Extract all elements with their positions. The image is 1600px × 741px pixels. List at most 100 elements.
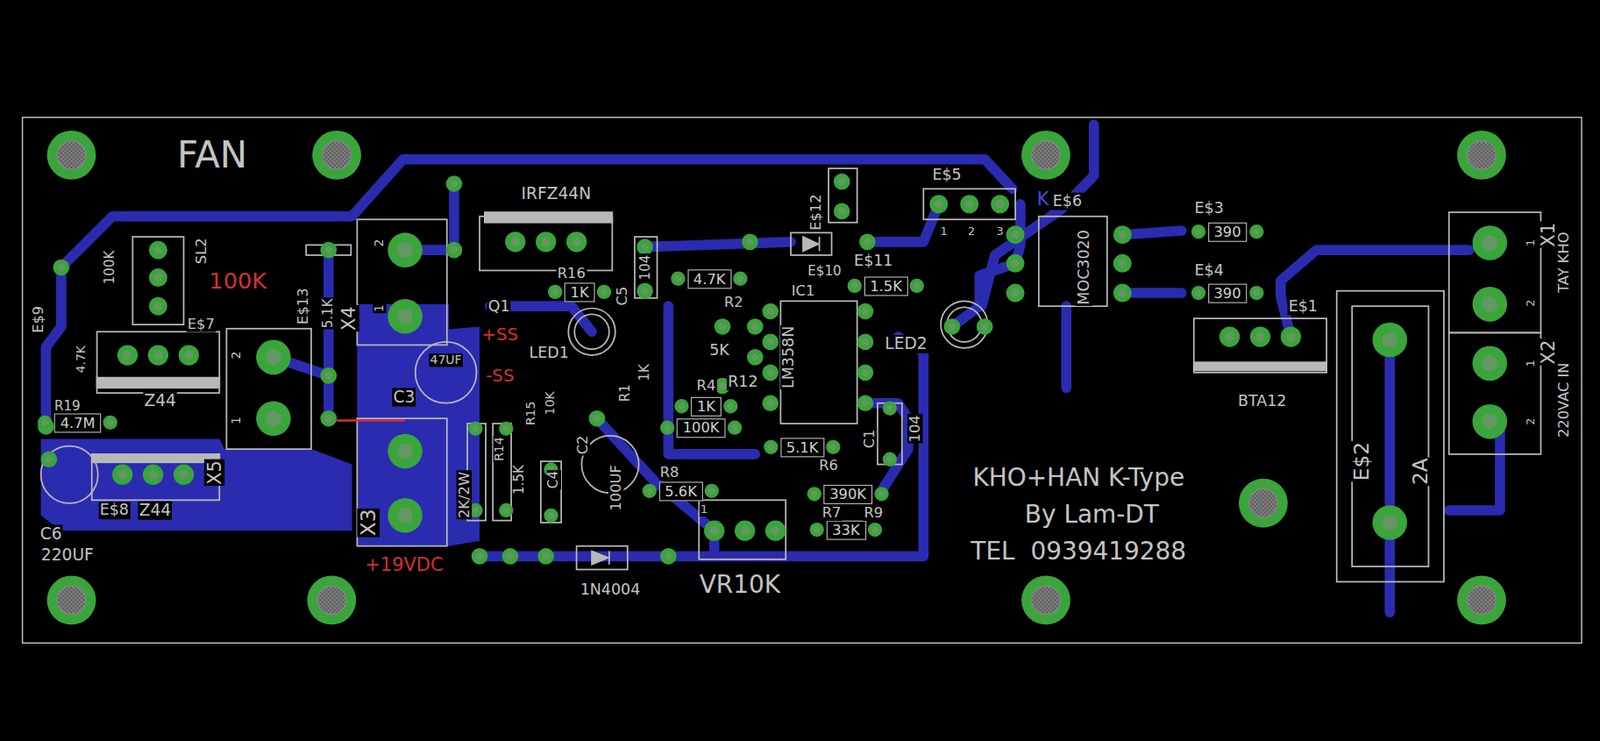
pad [741,234,759,251]
pcb-graphic [397,443,413,460]
silkscreen-label: +19VDC [363,554,445,575]
pcb-graphic [768,443,775,450]
mounting-hole [306,575,356,625]
pcb-graphic [871,526,878,533]
pcb-graphic [810,522,825,537]
pad [929,194,948,214]
pads [37,173,1508,565]
resistor-body: 390K [823,483,873,505]
pad [761,334,779,351]
pad [910,278,925,293]
pcb-graphic [718,322,726,330]
silkscreen-label: E$4 [1193,262,1225,279]
pcb-graphic [541,552,549,560]
pcb-graphic [1191,285,1206,300]
mounting-hole [1021,130,1071,180]
pcb-graphic [861,369,869,377]
pcb-graphic [1472,286,1508,322]
pcb-graphic [325,246,333,254]
pcb-graphic [857,334,875,351]
pcb-graphic [103,415,118,430]
pcb-graphic [56,585,86,615]
resistor-body: 5.1K [780,437,825,458]
pcb-graphic [813,526,820,533]
pcb-graphic [1384,340,1395,613]
silkscreen-label: X5 [204,459,225,486]
pad [1372,504,1408,541]
pcb-graphic [861,338,869,346]
pcb-graphic [675,275,682,282]
pad [256,400,292,436]
pcb-graphic [117,469,127,479]
pad [1113,254,1132,273]
silkscreen-label: 2A [1408,456,1432,486]
silkscreen-label: +SS [480,325,520,345]
pcb-graphic [1194,228,1202,235]
pcb-graphic [929,194,948,214]
pcb-graphic [503,425,510,432]
pad [763,440,778,455]
pcb-graphic [874,486,889,501]
silkscreen-label: 47UF [428,353,463,367]
pad [859,234,876,251]
pcb-graphic [306,575,356,625]
pcb-graphic [446,175,463,192]
pcb-graphic [92,454,220,500]
pcb-graphic [479,216,612,271]
pcb-graphic [498,421,513,436]
pcb-graphic [178,469,188,479]
pcb-graphic [678,403,685,410]
pcb-graphic [1457,575,1507,625]
pcb-graphic [1481,296,1498,313]
pad [41,450,58,468]
pcb-graphic [833,173,851,191]
pcb-graphic [1253,228,1260,235]
pad [320,410,337,427]
pcb-graphic [851,282,858,289]
silkscreen-label: R15 [525,399,539,427]
mounting-holes [47,130,1507,625]
pcb-graphic [1113,284,1132,303]
pcb-graphic [1194,362,1327,370]
pad [387,433,423,470]
pad [704,520,725,541]
pcb-graphic [1238,478,1288,528]
pcb-graphic [1467,141,1497,171]
pad [320,241,337,259]
pcb-graphic [913,282,920,289]
pad [807,486,822,501]
silkscreen-label: R16 [556,265,587,282]
resistor-body: 4.7M [54,412,102,434]
pcb-graphic [184,350,193,360]
pcb-graphic [154,245,163,254]
pcb-graphic [1006,284,1025,303]
pcb-graphic [746,318,764,335]
pcb-graphic [1467,141,1497,171]
pad [636,282,654,299]
pad [117,344,138,365]
resistor-body: 100K [676,418,726,439]
pcb-graphic [1467,585,1497,615]
pcb-graphic [547,512,555,519]
pcb-graphic [540,461,562,523]
pcb-graphic [317,585,347,615]
silkscreen-label: R4 [695,377,717,394]
pcb-graphic [857,303,875,320]
pcb-graphic [472,425,479,432]
silkscreen-label: C5 [614,284,631,306]
pcb-graphic [867,204,939,242]
pcb-graphic [1457,130,1507,180]
pcb-graphic [1286,332,1295,342]
pad [833,203,851,221]
pcb-graphic [723,398,738,413]
pcb-graphic [322,141,352,171]
pcb-graphic [535,231,556,252]
pcb-graphic [882,400,897,415]
pcb-graphic [709,526,719,535]
pcb-graphic [727,403,734,410]
pcb-graphic [41,450,58,468]
pcb-graphic [863,238,871,246]
silkscreen-label: 1 [938,225,948,238]
pcb-graphic [704,520,725,541]
mounting-hole [312,130,362,180]
